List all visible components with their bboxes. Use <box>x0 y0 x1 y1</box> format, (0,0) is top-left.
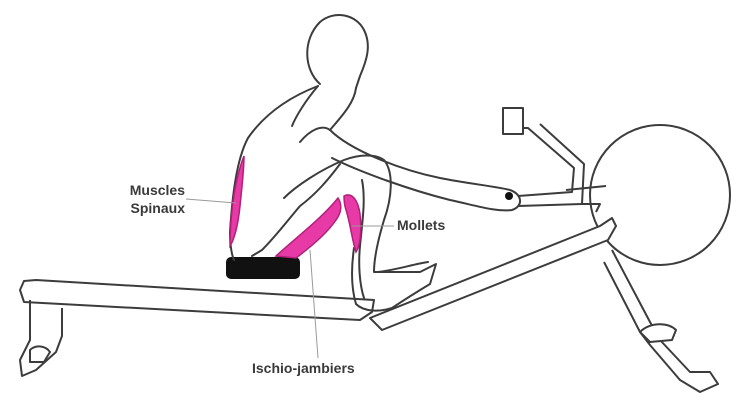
seat <box>226 257 300 279</box>
label-spinaux-line2: Spinaux <box>105 199 185 217</box>
muscle-mollets <box>344 195 361 252</box>
front-leg <box>604 250 718 392</box>
label-muscles-spinaux: Muscles Spinaux <box>105 181 185 217</box>
flywheel <box>590 125 730 265</box>
rear-leg <box>20 300 62 376</box>
label-mollets: Mollets <box>397 216 445 234</box>
handle-grip <box>505 192 513 200</box>
label-ischio-jambiers: Ischio-jambiers <box>252 359 355 377</box>
muscle-ischio-jambiers <box>276 198 341 258</box>
label-spinaux-line1: Muscles <box>105 181 185 199</box>
leader-spinaux <box>186 199 236 203</box>
